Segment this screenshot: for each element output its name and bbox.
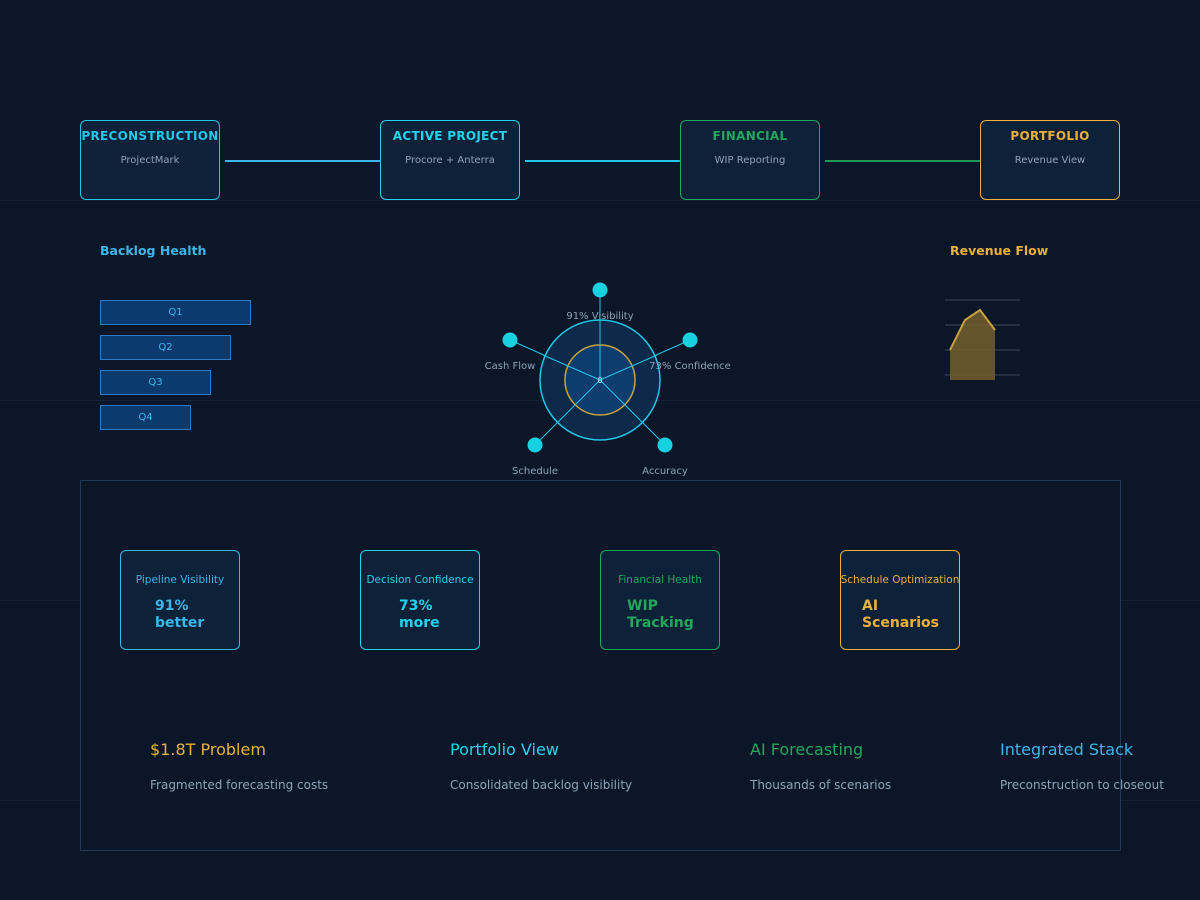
- radar-label-accuracy: Accuracy: [642, 466, 688, 477]
- stage-subtitle: Procore + Anterra: [405, 155, 495, 166]
- feature-title-forecasting: AI Forecasting: [750, 740, 864, 759]
- stage-title: PORTFOLIO: [1010, 129, 1090, 143]
- radar-node: [527, 437, 543, 453]
- radar-node: [592, 282, 608, 298]
- backlog-health-title: Backlog Health: [100, 243, 207, 258]
- backlog-bar-q3: Q3: [100, 370, 211, 395]
- feature-title-stack: Integrated Stack: [1000, 740, 1134, 759]
- stage-title: PRECONSTRUCTION: [81, 129, 219, 143]
- stage-financial[interactable]: FINANCIAL WIP Reporting: [680, 120, 820, 200]
- backlog-bar-q2: Q2: [100, 335, 231, 360]
- stage-subtitle: ProjectMark: [120, 155, 180, 166]
- insights-panel: [80, 480, 1121, 851]
- backlog-bar-q1: Q1: [100, 300, 251, 325]
- radar-label-visibility: 91% Visibility: [566, 311, 633, 322]
- metric-label: Schedule Optimization: [840, 574, 960, 586]
- metric-decision-confidence[interactable]: Decision Confidence 73%more: [360, 550, 480, 650]
- metric-label: Financial Health: [618, 574, 702, 586]
- radar-center-label: 0: [597, 376, 602, 385]
- stage-subtitle: WIP Reporting: [714, 155, 786, 166]
- feature-description: Preconstruction to closeout: [1000, 778, 1164, 792]
- connector-financial-portfolio: [825, 160, 985, 162]
- stage-title: ACTIVE PROJECT: [392, 129, 508, 143]
- feature-description: Thousands of scenarios: [750, 778, 892, 792]
- stage-preconstruction[interactable]: PRECONSTRUCTION ProjectMark: [80, 120, 220, 200]
- feature-description: Fragmented forecasting costs: [150, 778, 329, 792]
- grid-line: [0, 200, 1200, 201]
- feature-description: Consolidated backlog visibility: [450, 778, 633, 792]
- stage-portfolio[interactable]: PORTFOLIO Revenue View: [980, 120, 1120, 200]
- metric-value: 73%more: [399, 598, 440, 631]
- revenue-flow-sparkline: [945, 299, 1020, 380]
- stage-subtitle: Revenue View: [1014, 155, 1086, 166]
- connector-active-financial: [525, 160, 685, 162]
- stage-active-project[interactable]: ACTIVE PROJECT Procore + Anterra: [380, 120, 520, 200]
- radar-node: [657, 437, 673, 453]
- revenue-line: [949, 308, 996, 351]
- radar-label-schedule: Schedule: [512, 466, 558, 477]
- connector-preconstruction-active: [225, 160, 385, 162]
- stage-title: FINANCIAL: [712, 129, 788, 143]
- radar-node: [502, 332, 518, 348]
- feature-title-problem: $1.8T Problem: [150, 740, 266, 759]
- feature-title-portfolio: Portfolio View: [450, 740, 559, 759]
- revenue-flow-title: Revenue Flow: [950, 243, 1049, 258]
- metric-pipeline-visibility[interactable]: Pipeline Visibility 91%better: [120, 550, 240, 650]
- radar-diagram: 0 91% Visibility 73% Confidence Accuracy…: [485, 282, 731, 477]
- metric-label: Pipeline Visibility: [135, 574, 225, 586]
- radar-node: [682, 332, 698, 348]
- metric-label: Decision Confidence: [366, 574, 474, 586]
- radar-label-confidence: 73% Confidence: [649, 361, 731, 372]
- radar-label-cash-flow: Cash Flow: [485, 361, 536, 372]
- backlog-bar-q4: Q4: [100, 405, 191, 430]
- metric-value: 91%better: [155, 598, 205, 631]
